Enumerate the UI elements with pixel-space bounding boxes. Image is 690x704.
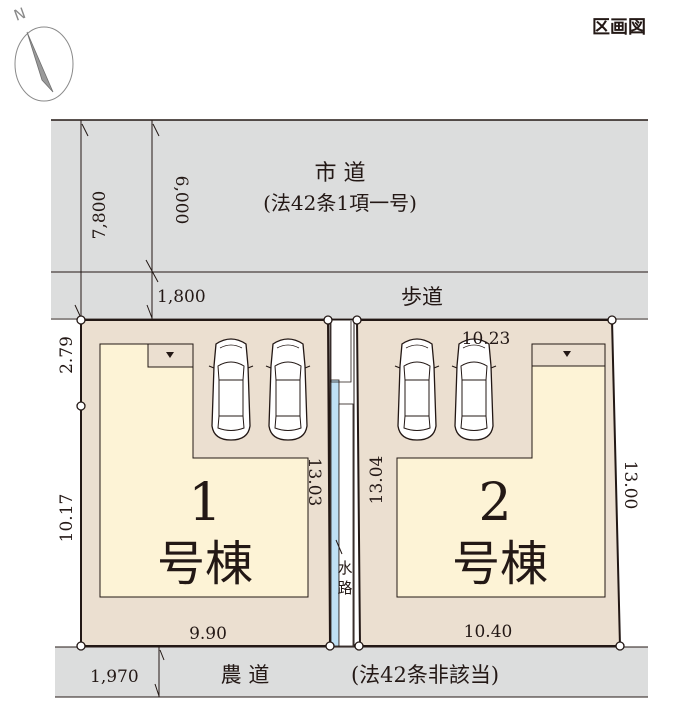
lot-1-label: 号棟	[157, 536, 253, 592]
sidewalk-width: 1,800	[157, 287, 206, 307]
compass-icon: N	[12, 4, 74, 102]
waterway-label-1: 水	[337, 559, 352, 577]
compass-north-label: N	[12, 4, 29, 25]
lot-1-right-dim: 13.03	[304, 458, 324, 507]
lot-2-left-dim: 13.04	[367, 456, 387, 505]
entrance-arrow-icon	[166, 352, 174, 358]
lot-1-left-lower-dim: 10.17	[57, 494, 77, 543]
car-icon	[451, 338, 497, 441]
city-road-note: (法42条1項一号)	[263, 191, 417, 215]
city-road-label: 市 道	[315, 161, 366, 186]
car-icon	[208, 338, 254, 441]
sidewalk-label: 歩道	[401, 285, 443, 309]
car-icon	[265, 338, 311, 441]
lot-1-number: 1	[188, 473, 221, 533]
road-total-width: 7,800	[90, 191, 110, 240]
page-title: 区画図	[592, 17, 646, 38]
farm-road-width: 1,970	[90, 667, 139, 687]
lot-1-bottom-dim: 9.90	[189, 624, 227, 644]
lot-1-left-upper-dim: 2.79	[57, 336, 77, 374]
lot-2-label: 号棟	[452, 536, 548, 592]
car-icon	[394, 338, 440, 441]
road-main-width: 6,000	[171, 176, 191, 225]
waterway-label-2: 路	[337, 579, 352, 597]
lot-2-top-dim: 10.23	[462, 329, 511, 349]
entrance-arrow-icon	[563, 351, 571, 357]
city-road-area	[51, 120, 648, 318]
lot-2-number: 2	[478, 473, 511, 533]
farm-road-area	[55, 647, 648, 697]
lot-2-right-dim: 13.00	[620, 461, 640, 510]
lot-2-bottom-dim: 10.40	[464, 622, 513, 642]
boundary-markers	[76, 315, 625, 651]
entrance-2	[531, 343, 606, 367]
farm-road-label: 農 道	[221, 663, 270, 687]
farm-road-note: (法42条非該当)	[351, 663, 499, 687]
